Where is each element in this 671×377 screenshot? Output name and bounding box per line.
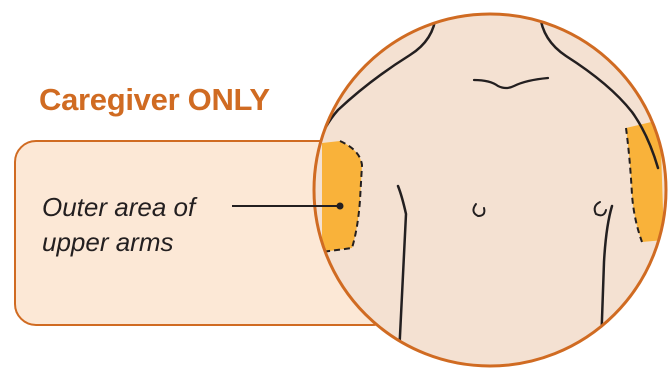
circle-background bbox=[314, 14, 666, 366]
callout-pointer-dot bbox=[337, 203, 344, 210]
